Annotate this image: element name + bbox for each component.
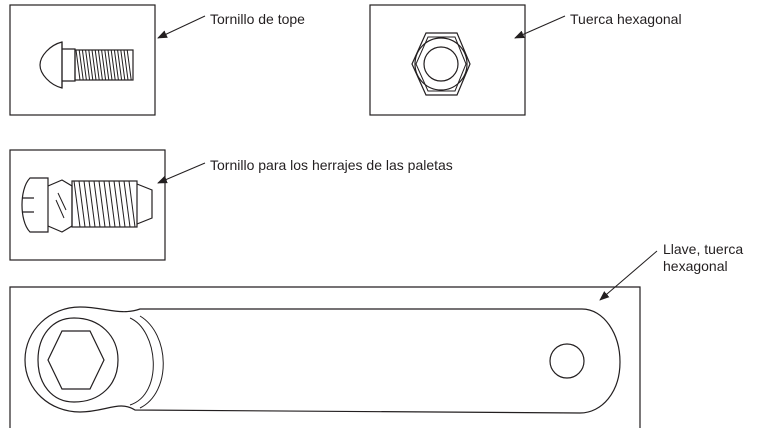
thread-line (123, 180, 131, 228)
hex-nut-icon (411, 32, 471, 96)
thread-line (97, 49, 103, 81)
paddle-screw-icon (21, 177, 153, 233)
thread-line (107, 49, 113, 81)
carriage-bolt-icon (39, 41, 134, 89)
thread-line (110, 49, 116, 81)
hex-nut-label: Tuerca hexagonal (570, 11, 682, 27)
thread-line (83, 180, 91, 228)
wrench-box (9, 286, 641, 428)
thread-line (108, 180, 116, 228)
wrench-label: Llave, tuerca hexagonal (663, 241, 743, 275)
thread-line (128, 180, 136, 228)
thread-line (104, 49, 110, 81)
thread-line (98, 180, 106, 228)
thread-line (117, 49, 123, 81)
wrench-label-line2: hexagonal (663, 258, 728, 274)
hex-wrench-icon (24, 306, 621, 414)
wrench-leader (599, 250, 658, 301)
thread-line (113, 180, 121, 228)
thread-line (103, 180, 111, 228)
thread-line (78, 180, 86, 228)
thread-line (85, 49, 91, 81)
thread-line (93, 180, 101, 228)
thread-line (126, 49, 132, 81)
carriage-bolt-label: Tornillo de tope (210, 11, 305, 27)
thread-line (88, 180, 96, 228)
thread-line (123, 49, 129, 81)
hex-nut-box (369, 4, 526, 116)
thread-line (75, 49, 81, 81)
carriage-bolt-box (9, 4, 156, 116)
thread-line (113, 49, 119, 81)
thread-line (73, 180, 81, 228)
thread-line (101, 49, 107, 81)
thread-line (120, 49, 126, 81)
thread-line (78, 49, 84, 81)
thread-line (94, 49, 100, 81)
paddle-screw-box (9, 149, 166, 261)
paddle-screw-label: Tornillo para los herrajes de las paleta… (210, 157, 453, 173)
thread-line (81, 49, 87, 81)
thread-line (118, 180, 126, 228)
hex-nut-leader (514, 15, 566, 39)
carriage-bolt-leader (157, 15, 206, 39)
thread-line (91, 49, 97, 81)
thread-line (88, 49, 94, 81)
paddle-screw-leader (157, 162, 206, 184)
wrench-label-line1: Llave, tuerca (663, 241, 744, 257)
